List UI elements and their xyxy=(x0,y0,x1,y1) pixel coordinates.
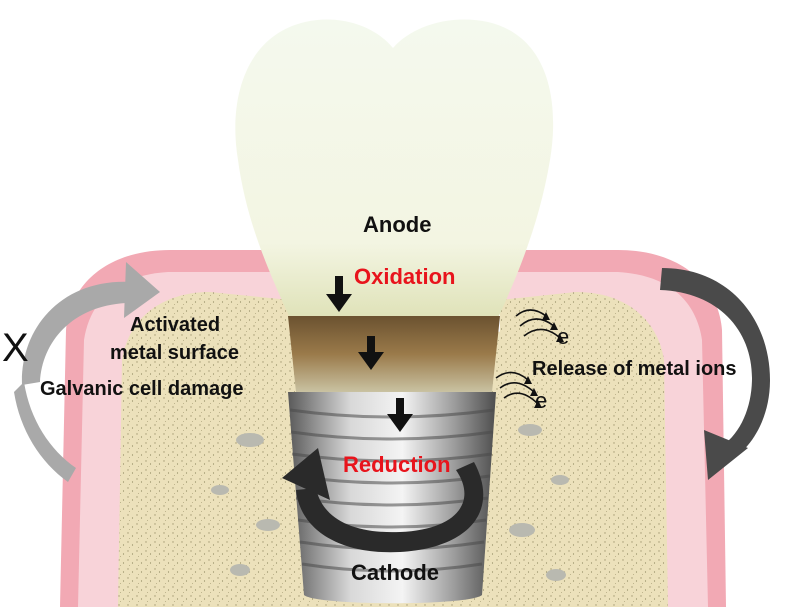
ion-release-arrows xyxy=(495,309,561,405)
galvanic-damage-label: Galvanic cell damage xyxy=(40,378,244,400)
bottom-cycle-arrow xyxy=(282,448,484,553)
down-arrow-3 xyxy=(387,398,413,432)
activated-label-line1: Activated xyxy=(130,314,221,336)
tooth-crown xyxy=(235,19,554,319)
electron-flow-arrows xyxy=(326,276,413,432)
cathode-label: Cathode xyxy=(351,560,439,585)
down-arrow-1 xyxy=(326,276,352,312)
cross-mark: X xyxy=(2,326,29,370)
down-arrow-2 xyxy=(358,336,384,370)
electron-label-top: e xyxy=(557,324,570,349)
implant-abutment xyxy=(288,316,500,392)
activated-label-line2: metal surface xyxy=(110,342,239,364)
anode-label: Anode xyxy=(363,212,432,237)
left-cycle-arrow xyxy=(14,262,160,482)
right-cycle-arrow xyxy=(660,268,770,480)
ion-release-arrowheads xyxy=(524,312,564,408)
release-ions-label: Release of metal ions xyxy=(532,358,737,380)
electron-label-bottom: e xyxy=(535,388,548,413)
oxidation-label: Oxidation xyxy=(354,264,456,289)
reduction-label: Reduction xyxy=(343,452,451,477)
